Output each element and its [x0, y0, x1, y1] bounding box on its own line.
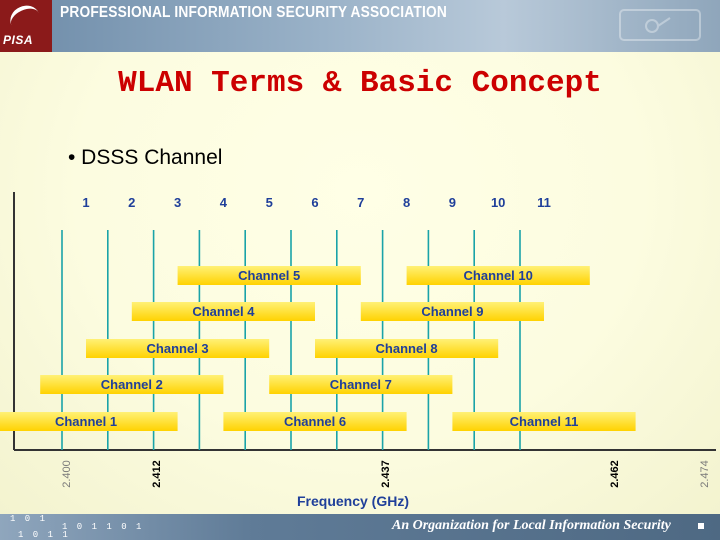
channel-band [315, 339, 499, 358]
frequency-tick-label: 2.437 [380, 460, 392, 488]
pisa-logo: PISA [0, 0, 52, 52]
bullet-item: • DSSS Channel [68, 146, 223, 169]
channel-band [223, 412, 407, 431]
channel-band [86, 339, 270, 358]
header-bar: PISA PROFESSIONAL INFORMATION SECURITY A… [0, 0, 720, 52]
channel-number-label: 11 [537, 195, 551, 210]
footer-tagline: An Organization for Local Information Se… [392, 518, 671, 533]
binary-decoration: 1 0 1 1 [18, 530, 70, 540]
channel-number-label: 7 [357, 195, 364, 210]
channel-band-label: Channel 4 [192, 304, 255, 319]
channel-band [269, 375, 453, 394]
channel-band [131, 302, 315, 321]
channel-number-label: 6 [311, 195, 318, 210]
channel-band-label: Channel 11 [510, 414, 579, 429]
square-icon [698, 523, 704, 529]
frequency-tick-label: 2.474 [699, 460, 711, 488]
channel-band-label: Channel 3 [147, 341, 209, 356]
channel-band-label: Channel 5 [238, 268, 300, 283]
channel-band [406, 266, 590, 285]
channel-band-label: Channel 2 [101, 377, 163, 392]
slide-title: WLAN Terms & Basic Concept [118, 66, 602, 101]
channel-band-label: Channel 7 [330, 377, 392, 392]
channel-band [452, 412, 636, 431]
binary-decoration: 1 0 1 [10, 514, 48, 524]
channel-number-label: 4 [220, 195, 228, 210]
logo-text: PISA [3, 33, 34, 47]
channel-band-label: Channel 6 [284, 414, 346, 429]
organization-name: PROFESSIONAL INFORMATION SECURITY ASSOCI… [60, 4, 447, 21]
channel-number-label: 8 [403, 195, 410, 210]
channel-number-label: 2 [128, 195, 135, 210]
channel-number-label: 5 [266, 195, 273, 210]
channel-number-label: 1 [82, 195, 89, 210]
channel-band [0, 412, 178, 431]
x-axis-title: Frequency (GHz) [297, 493, 409, 509]
channel-number-label: 3 [174, 195, 181, 210]
channel-band [360, 302, 544, 321]
key-icon [619, 9, 701, 41]
channel-band-label: Channel 8 [376, 341, 438, 356]
footer-bar [0, 514, 720, 540]
frequency-tick-label: 2.462 [609, 460, 621, 488]
channel-band [177, 266, 361, 285]
channel-number-label: 10 [491, 195, 505, 210]
channel-band-label: Channel 1 [55, 414, 117, 429]
channel-band [40, 375, 224, 394]
channel-number-label: 9 [449, 195, 456, 210]
frequency-tick-label: 2.400 [61, 460, 73, 488]
channel-band-label: Channel 10 [464, 268, 533, 283]
channel-band-label: Channel 9 [421, 304, 483, 319]
swoosh-icon [5, 0, 45, 38]
frequency-tick-label: 2.412 [151, 460, 163, 488]
binary-decoration: 1 0 1 1 0 1 [62, 522, 144, 532]
